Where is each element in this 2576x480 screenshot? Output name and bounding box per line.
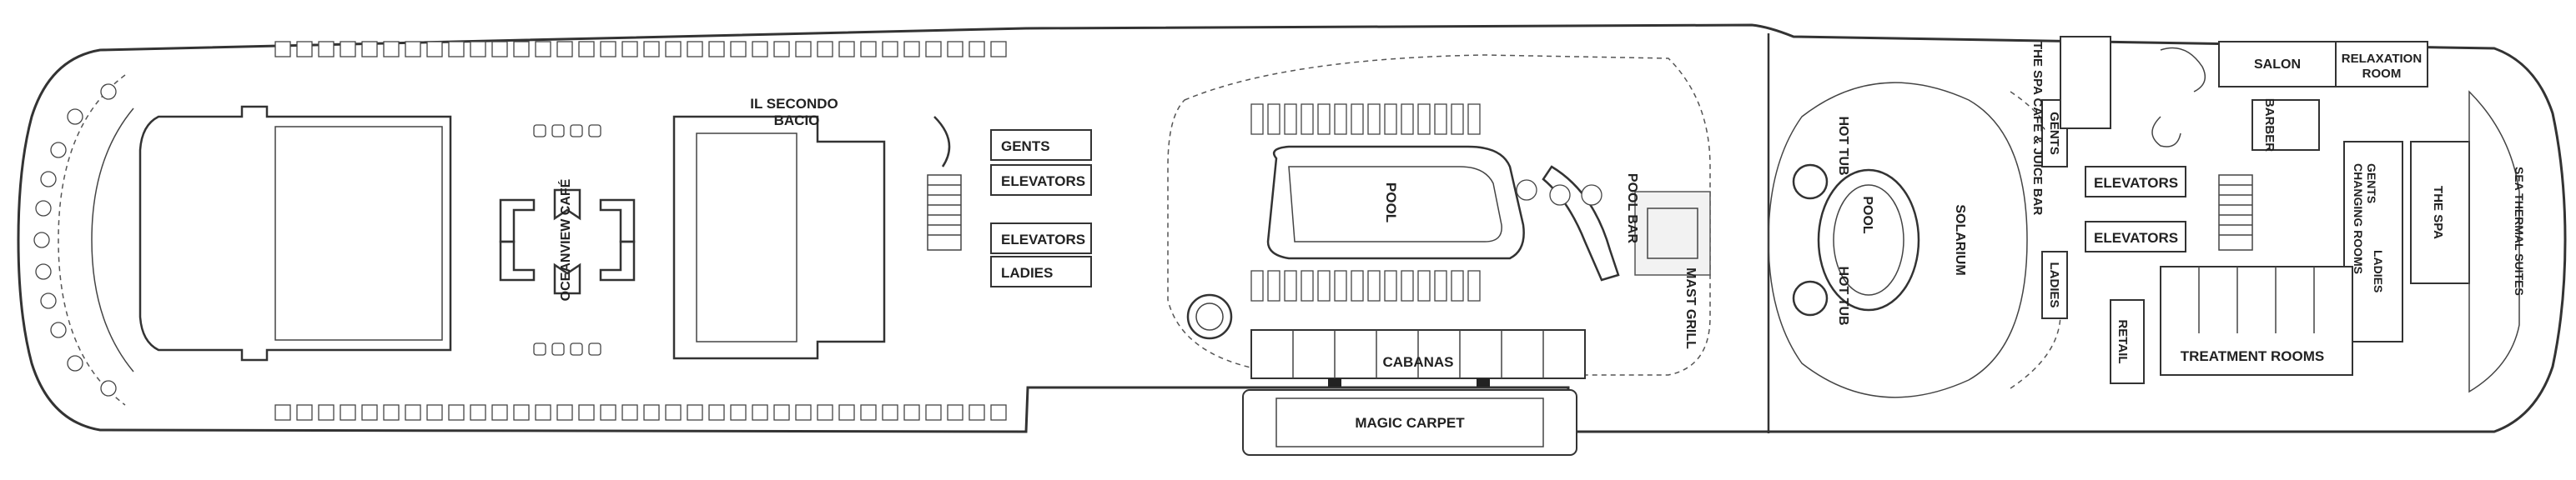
hot-tub-1-circle [1792,163,1829,200]
label-ladies-changing: LADIES [2372,250,2385,292]
fwd-stairs [927,174,962,251]
label-the-spa: THE SPA [2431,186,2445,239]
pool-bar-table-3 [1581,184,1602,206]
relaxation-room [2335,41,2428,88]
treatment-room-dividers [2198,267,2315,333]
cabana-dividers [1292,330,1544,378]
label-elevators-aft-2: ELEVATORS [2094,230,2178,246]
label-gents-changing-2: CHANGING ROOMS [2352,163,2365,274]
il-secondo-counter [696,132,797,342]
elevators-fwd-1-room [990,164,1092,196]
cabana-marker-1 [1328,378,1341,387]
label-ladies-fwd: LADIES [1001,265,1053,281]
pool-loungers [1250,103,1481,302]
barber-room [2251,99,2320,151]
retail-room [2110,299,2145,384]
label-elevators-aft-1: ELEVATORS [2094,175,2178,191]
main-pool-inner [1288,166,1502,242]
ladies-aft-room [2041,251,2068,319]
gents-fwd-room [990,129,1092,161]
fwd-top-seating [274,41,1007,58]
oceanview-seating [499,124,636,356]
label-pool-solarium: POOL [1860,196,1874,234]
label-spa-cafe-juice-bar: THE SPA CAFÉ & JUICE BAR [2030,42,2045,216]
bar-curve [933,116,951,168]
label-pool-bar: POOL BAR [1625,173,1639,244]
main-pool [1266,145,1525,260]
label-gents-fwd: GENTS [1001,138,1050,154]
mast-grill-inner [1647,208,1698,259]
the-spa-room [2410,141,2470,284]
pool-bar-table-1 [1516,179,1537,201]
elevators-aft-2-room [2085,221,2186,252]
label-oceanview-cafe: OCEANVIEW CAFÉ [557,178,573,301]
pool-deck-dashed-loop [1167,54,1711,376]
label-gents-changing-1: GENTS [2365,163,2378,203]
fwd-stairs-treads [928,184,961,236]
fwd-bottom-seating [274,404,1007,421]
il-secondo-bacio-outline [672,115,886,360]
oceanview-buffet-outline [138,105,452,362]
label-relaxation-room-2: ROOM [2362,67,2402,81]
label-sea-thermal-suites: SEA THERMAL SUITES [2513,167,2526,296]
label-hot-tub-2: HOT TUB [1836,266,1850,325]
bow-inner-arc [91,108,134,372]
thermal-suites-area [2468,90,2520,393]
label-mast-grill: MAST GRILL [1683,268,1698,349]
magic-carpet-platform [1242,389,1577,456]
elevators-aft-1-room [2085,166,2186,198]
bow-round-tables [33,83,117,397]
solarium-curve-bottom [2010,312,2061,389]
label-magic-carpet: MAGIC CARPET [1355,415,1465,431]
label-cabanas: CABANAS [1383,354,1454,370]
aft-stairs-treads [2219,184,2252,236]
label-retail: RETAIL [2116,319,2130,363]
spa-stair-spiral [2160,47,2206,92]
label-il-secondo-bacio-1: IL SECONDO [750,96,838,112]
changing-rooms-block [2343,141,2403,342]
mast-grill-block [1634,191,1711,276]
label-il-secondo-bacio-2: BACIO [774,112,820,128]
spa-cafe-block [2060,36,2111,129]
label-pool-main: POOL [1383,182,1399,222]
hot-tub-2-circle [1792,280,1829,317]
label-gents-aft: GENTS [2047,112,2061,155]
label-salon: SALON [2254,58,2301,72]
buffet-station [274,126,443,341]
elevators-fwd-2-room [990,222,1092,254]
label-treatment-rooms: TREATMENT ROOMS [2181,348,2325,364]
bandstand-circle [1186,293,1233,340]
solarium-pool-inner [1833,184,1904,296]
label-elevators-fwd-2: ELEVATORS [1001,232,1085,248]
treatment-rooms-block [2160,266,2353,376]
spa-entry-swirl [2151,116,2181,148]
label-elevators-fwd-1: ELEVATORS [1001,173,1085,189]
ladies-fwd-room [990,256,1092,288]
solarium-outer-ring [1768,82,2028,398]
salon-room [2218,41,2337,88]
pool-bar-table-2 [1549,184,1571,206]
label-solarium: SOLARIUM [1953,204,1967,275]
label-ladies-aft: LADIES [2047,262,2061,308]
label-barber: BARBER [2262,98,2277,152]
cabana-marker-2 [1477,378,1490,387]
solarium-pool [1817,168,1920,312]
bandstand-inner [1195,302,1224,331]
magic-carpet-inner [1275,398,1544,448]
aft-stairs [2218,174,2253,251]
label-hot-tub-1: HOT TUB [1836,116,1850,175]
label-relaxation-room-1: RELAXATION [2342,52,2422,66]
bow-seating-arc [58,74,126,406]
